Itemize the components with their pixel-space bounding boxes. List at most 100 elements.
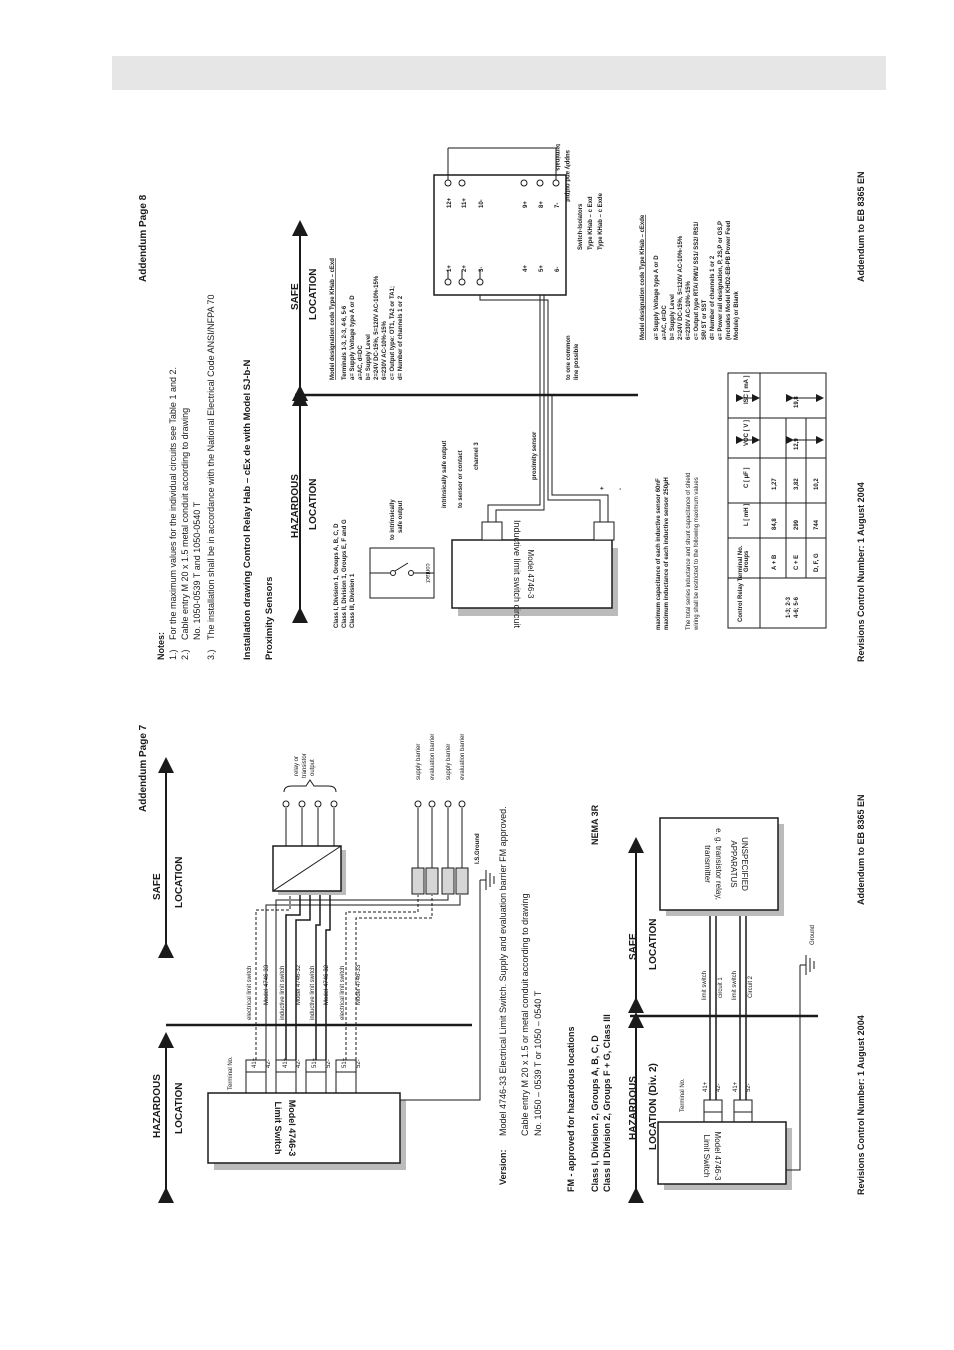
p8-is-output: intrinsically safe output	[442, 441, 448, 508]
p8-note2-num: 2.)	[180, 649, 190, 660]
p8-note1-num: 1.)	[168, 649, 178, 660]
p7-ground-wire	[400, 880, 481, 1101]
p7-addendum: Addendum to EB 8365 EN	[856, 794, 866, 905]
p7-cable-7: electrical limit switch	[340, 966, 346, 1020]
p7-safe2: LOCATION	[174, 857, 185, 908]
p7-lower-device-line1: Model 4746-3	[713, 1132, 722, 1181]
p7-lower-device-box	[657, 1121, 787, 1185]
p7-cable-4: Model 4746-32	[296, 964, 302, 1005]
p8-channel: channel 3	[474, 442, 480, 470]
p7-relay-brace	[283, 779, 337, 793]
p7-barrier-2: evaluation barrier	[430, 734, 436, 780]
p7-cable-6: Model 4746-32	[324, 964, 330, 1005]
p7-relay-2: transistor	[302, 753, 308, 778]
p8-sensor-wires	[447, 280, 609, 522]
p8-max-cap-2: maximum inductance of each inductive sen…	[664, 477, 670, 630]
p8-code-right-10: Module) or Blank	[734, 291, 740, 340]
p8-isolator-terminals	[444, 147, 560, 286]
p8-device-line2: Inductive limit switch circuit	[512, 520, 522, 629]
p7-lower-safe1: SAFE	[628, 933, 639, 960]
p7-nema: NEMA 3R	[590, 804, 600, 845]
p8-isolators-1: Switch-Isolators	[578, 203, 584, 250]
p7-lower-term-1: 41+	[703, 1081, 709, 1092]
p8-td-r1-l: 84,8	[772, 518, 778, 530]
p7-fm-line2: Class II Division 2, Groups F + G, Class…	[602, 1014, 612, 1192]
p8-code-right-2: b= Supply Level	[670, 294, 676, 340]
p8-code-left-2: a=AC, d=DC	[358, 345, 364, 380]
p7-relay-outputs	[282, 800, 338, 846]
p7-fm-line1: Class I, Division 2, Groups A, B, C, D	[590, 1035, 600, 1192]
p8-term-l-3: 3-	[479, 267, 485, 272]
p8-code-right-0: a= Supply Voltage type A or D	[654, 255, 660, 340]
p8-code-left-6: c= Output type: OT1, TA2 or TA1;	[390, 286, 396, 380]
p7-barrier-4: evaluation barrier	[460, 734, 466, 780]
p8-haz1: HAZARDOUS	[290, 474, 301, 538]
p8-td-r3-c: 10,2	[814, 478, 820, 490]
p7-device-line1: Model 4746-3	[287, 1100, 297, 1157]
p7-terminals	[245, 1059, 357, 1093]
p8-code-right-title: Model designation code Type KHab – cExde	[640, 214, 646, 340]
p8-term-r-3: 10-	[479, 199, 485, 208]
p7-div2-haz2: LOCATION (Div. 2)	[648, 1063, 659, 1150]
p8-to-is-1: to intrinsically	[390, 499, 396, 540]
p7-terminal-7: 51+	[342, 1057, 348, 1068]
p8-td-r1-group: A + B	[772, 554, 778, 570]
p8-notes-title: Notes:	[156, 632, 166, 660]
p7-cable-entry-2: No. 1050 – 0539 T or 1050 – 0540 T	[533, 990, 543, 1136]
p8-td-r2-l: 299	[794, 519, 800, 530]
p7-lower-ground-wire	[786, 965, 801, 1171]
p7-lower-device-line2: Limit Switch	[702, 1135, 711, 1178]
p8-code-left-5: 6=230V AC-10%-15%	[382, 320, 388, 380]
p8-safe2: LOCATION	[308, 269, 319, 320]
p7-lower-ground-label: Ground	[810, 925, 816, 945]
p7-circuit-2b: Circuit 2	[748, 975, 754, 998]
p7-device-box	[207, 1092, 401, 1164]
p8-td-r1-c: 1,27	[772, 478, 778, 490]
p8-td-r2-c: 3,82	[794, 478, 800, 490]
p8-device-line1: Model 4746-3	[526, 550, 535, 599]
p7-ground-symbol	[480, 870, 495, 890]
p8-code-right-7: d= Number of channels 1 or 2	[710, 255, 716, 340]
p7-lower-term-4: 52-	[746, 1083, 752, 1092]
p8-term-r-1: 12+	[447, 197, 453, 208]
p8-prox: Proximity Sensors	[264, 577, 275, 660]
p7-device-line2: Limit Switch	[273, 1101, 283, 1154]
p7-unspec-2: APPARATUS	[729, 840, 738, 887]
p8-note3-line1: The installation shall be in accordance …	[206, 294, 216, 640]
p7-circuit-1a: limit switch	[702, 971, 708, 1000]
p8-code-right-8: e= Power rail designation, P, 2S,P or GS…	[718, 221, 724, 340]
p7-circuit-1b: circuit 1	[718, 977, 724, 998]
p8-td-isc: 19,8	[794, 396, 800, 408]
p8-class-2: Class II, Division 1, Groups E, F and G	[342, 519, 348, 628]
p7-terminal-3: 41+	[283, 1057, 289, 1068]
p8-td-r3-group: D, F, G	[814, 553, 820, 572]
p8-note2-line1: Cable entry M 20 x 1.5 metal conduit acc…	[180, 408, 190, 640]
p7-revision: Revisions Control Number: 1 August 2004	[856, 1015, 866, 1195]
p7-lower-circuits	[709, 910, 747, 1100]
p8-haz2: LOCATION	[308, 479, 319, 530]
p8-revision: Revisions Control Number: 1 August 2004	[856, 482, 866, 662]
p7-version-text: Model 4746-33 Electrical Limit Switch. S…	[498, 806, 508, 1136]
p8-series-2: wiring shall be restricted to the follow…	[694, 477, 700, 631]
p8-th-terminal-1: Control Relay Terminal No.	[738, 545, 744, 622]
p8-td-r3-l: 744	[814, 519, 820, 530]
p8-th-l: L [ mH ]	[744, 504, 750, 526]
p7-cable-5: inductive limit switch	[310, 966, 316, 1020]
p7-terminal-8: 52-	[356, 1059, 362, 1068]
p7-unspec-3: e. g. transistor relay,	[714, 828, 723, 900]
p8-td-terminal-1: 1-3; 2-3	[786, 596, 792, 618]
p8-code-left-1: a= Supply Voltage type A or D	[350, 295, 356, 380]
p7-unspec-1: UNSPECIFIED	[740, 837, 749, 891]
p8-term-l-1: 1+	[447, 265, 453, 272]
p7-lower-terminal-label: Terminal No.	[680, 1078, 686, 1112]
p8-term-r-5: 8+	[539, 201, 545, 208]
p8-term-l-6: 6-	[555, 267, 561, 272]
p7-haz2: LOCATION	[174, 1083, 185, 1134]
p8-class-1: Class I, Division 1, Groups A, B, C, D	[334, 523, 340, 628]
p8-table	[727, 372, 827, 629]
p7-div2-haz1: HAZARDOUS	[628, 1076, 639, 1140]
header-bar	[112, 56, 886, 90]
p8-max-cap-1: maximum capacitance of each inductive se…	[656, 478, 662, 630]
p7-cable-3: inductive limit switch	[280, 966, 286, 1020]
p8-device-box	[451, 539, 613, 609]
